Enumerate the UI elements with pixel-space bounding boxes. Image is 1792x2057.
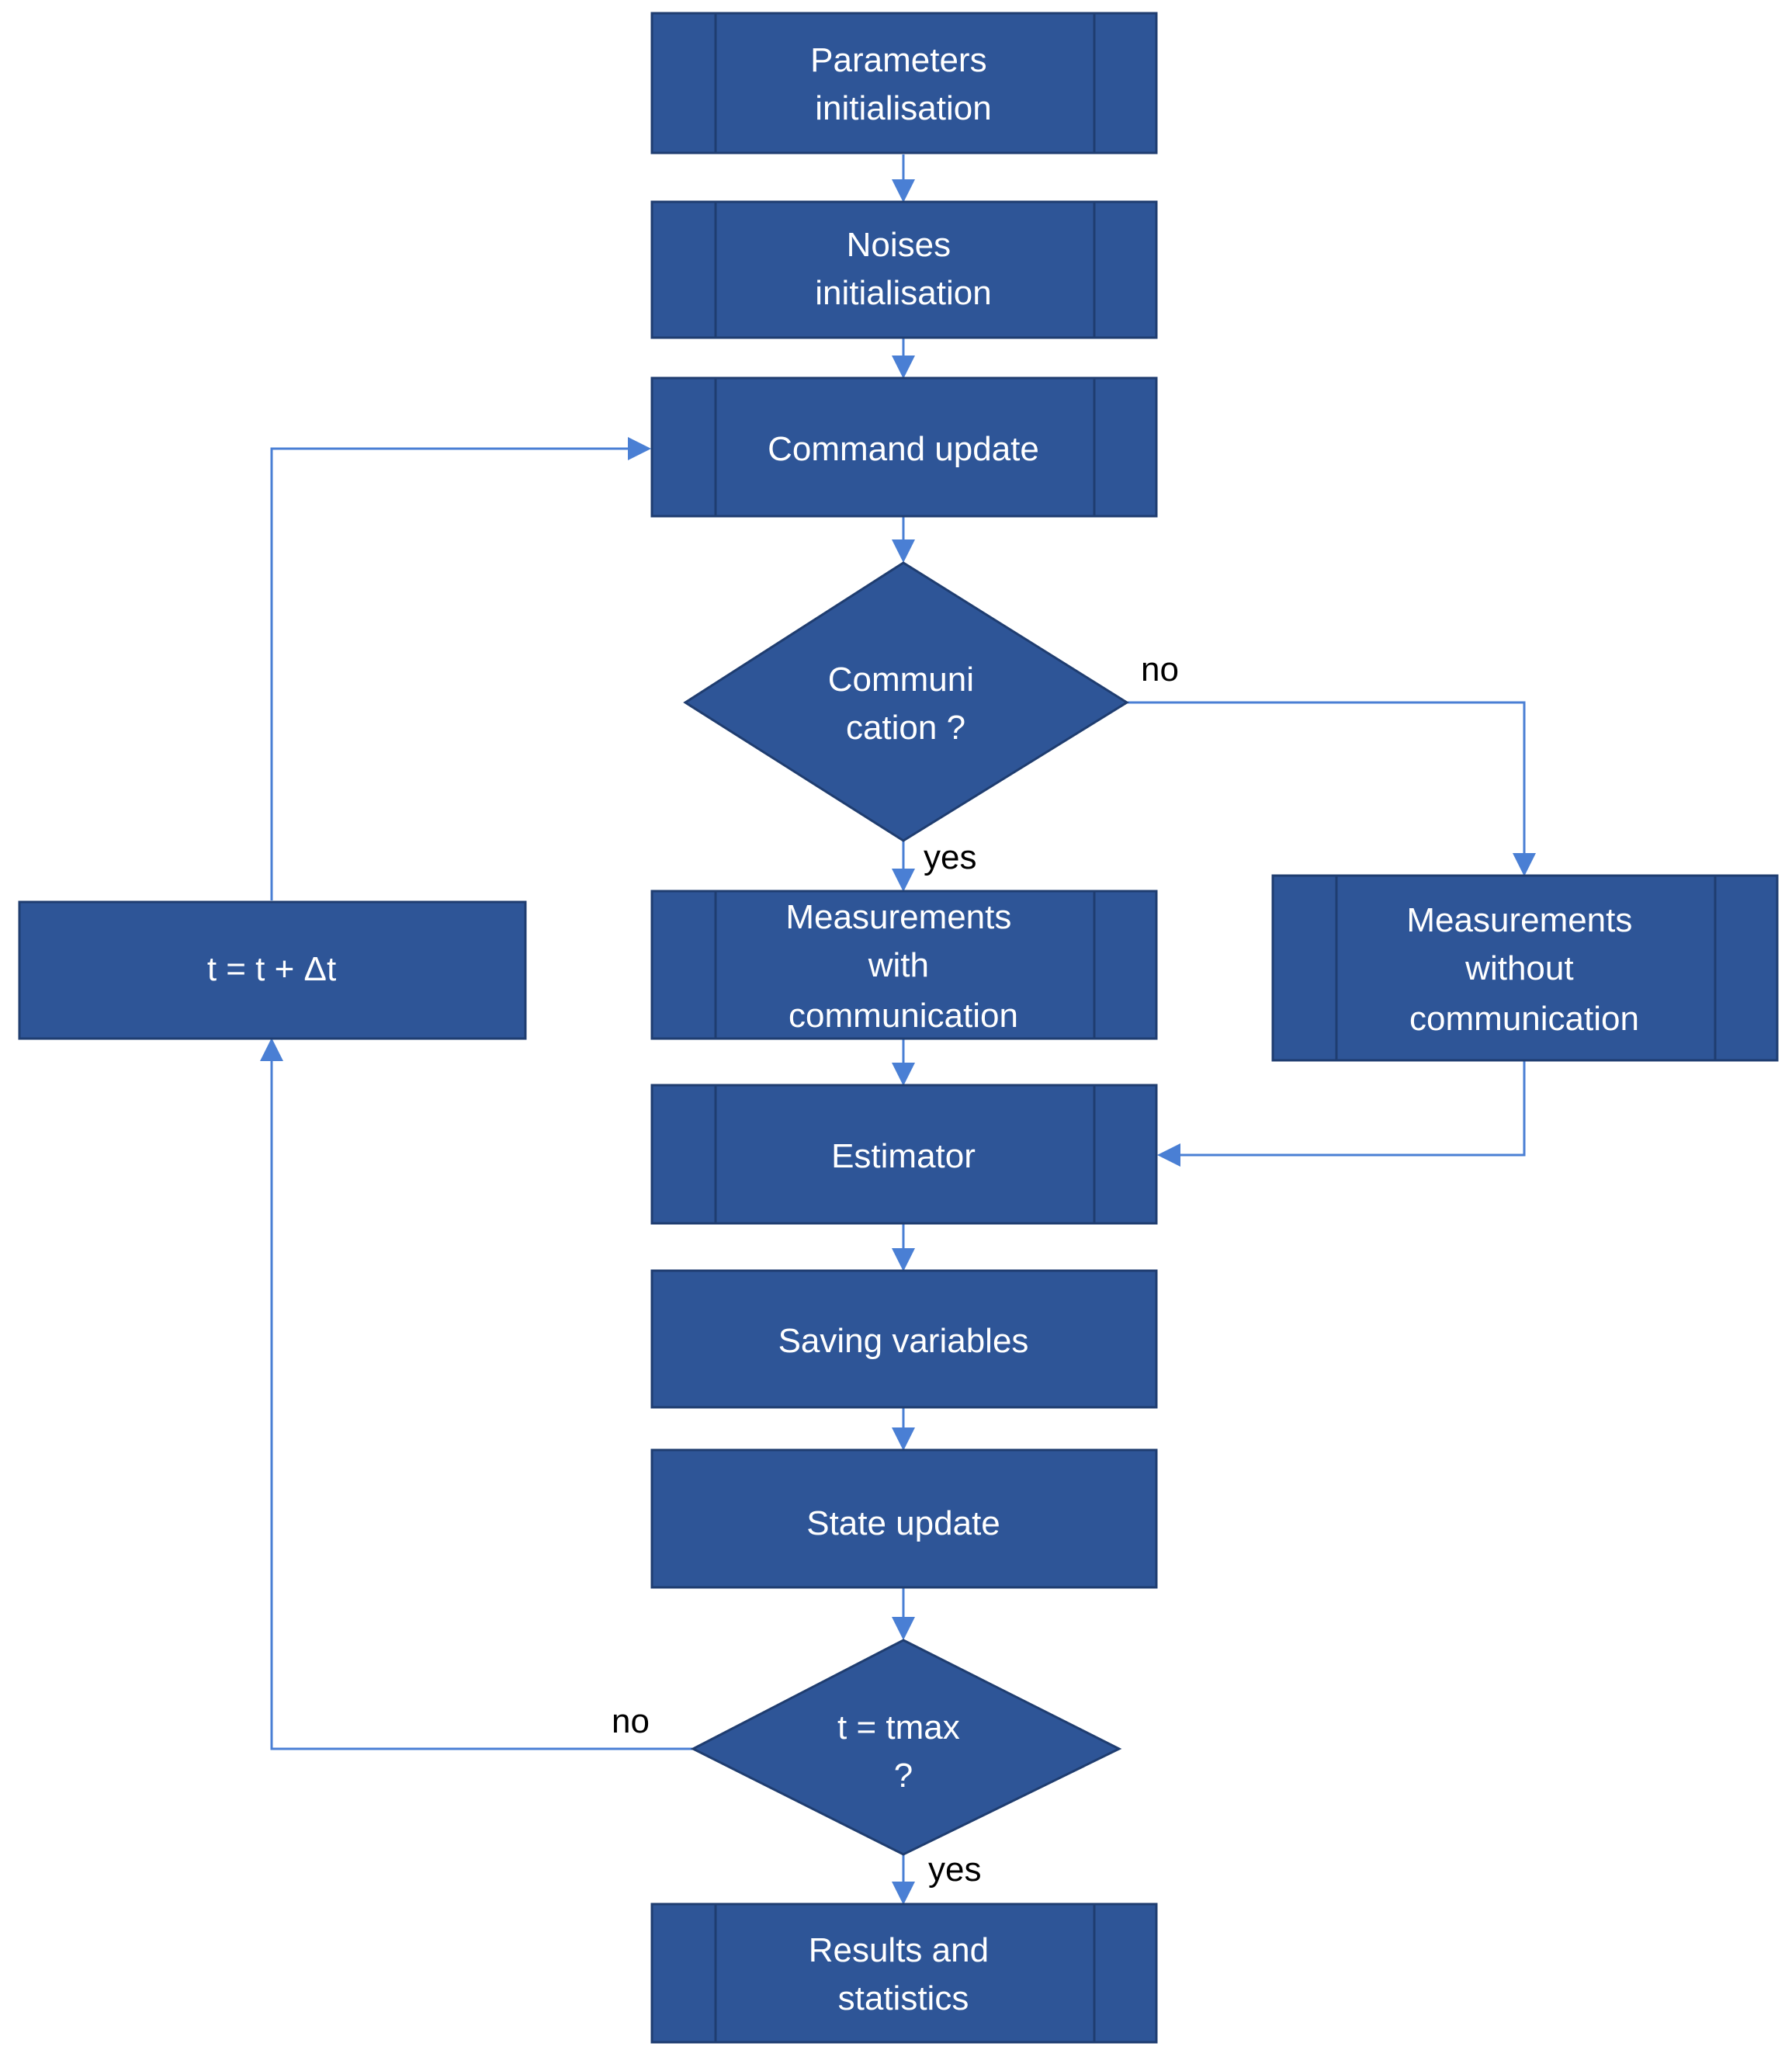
connectors [260, 154, 1536, 1905]
command-update-node: Command update [650, 376, 1158, 518]
estimator-label: Estimator [831, 1137, 976, 1175]
arrow-increment-to-command [270, 437, 651, 900]
edge-labels: no yes no yes [612, 650, 1179, 1889]
tmax-decision-node: t = tmax ? [690, 1639, 1122, 1856]
communication-yes-label: yes [924, 838, 976, 876]
arrow-without-to-estimator [1157, 1060, 1526, 1167]
results-node: Results and statistics [650, 1903, 1158, 2044]
communication-decision-node: Communi cation ? [683, 561, 1129, 842]
nodes: Parameters initialisation Noises initial… [18, 12, 1779, 2044]
tmax-decision-label: t = tmax ? [837, 1708, 969, 1795]
saving-variables-label: Saving variables [778, 1322, 1029, 1360]
time-increment-label: t = t + Δt [207, 950, 336, 988]
measurements-with-label: Measurements with communication [785, 898, 1021, 1035]
results-label: Results and statistics [809, 1931, 999, 2017]
noises-init-node: Noises initialisation [650, 200, 1158, 339]
communication-no-label: no [1141, 650, 1179, 689]
tmax-no-label: no [612, 1702, 650, 1740]
measurements-without-node: Measurements without communication [1271, 874, 1779, 1062]
measurements-without-label: Measurements without communication [1406, 901, 1641, 1038]
measurements-with-node: Measurements with communication [650, 890, 1158, 1040]
tmax-yes-label: yes [928, 1851, 981, 1889]
parameters-init-label: Parameters initialisation [810, 41, 997, 127]
arrow-tmax-no [260, 1038, 693, 1750]
estimator-node: Estimator [650, 1084, 1158, 1225]
parameters-init-node: Parameters initialisation [650, 12, 1158, 154]
communication-decision-label: Communi cation ? [828, 661, 984, 747]
time-increment-node: t = t + Δt [18, 900, 527, 1040]
saving-variables-node: Saving variables [650, 1269, 1158, 1409]
arrow-communication-no [1127, 701, 1536, 876]
state-update-label: State update [806, 1504, 1000, 1542]
command-update-label: Command update [768, 430, 1039, 468]
noises-init-label: Noises initialisation [815, 226, 991, 312]
state-update-node: State update [650, 1448, 1158, 1589]
